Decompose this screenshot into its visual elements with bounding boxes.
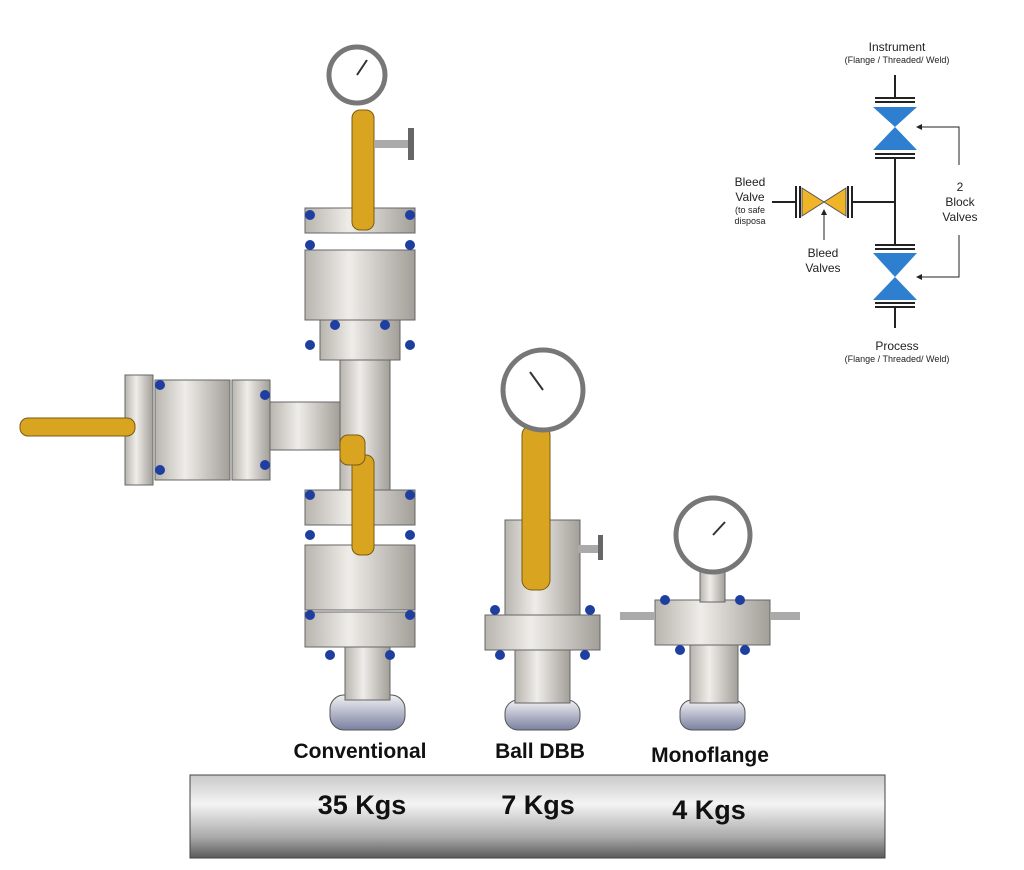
process-label: Process(Flange / Threaded/ Weld)	[844, 339, 950, 364]
weight-ball-dbb: 7 Kgs	[501, 790, 575, 820]
instrument-label: Instrument(Flange / Threaded/ Weld)	[844, 40, 950, 65]
main-pipe	[189, 774, 886, 859]
label-conventional: Conventional	[293, 740, 427, 763]
weight-conventional: 35 Kgs	[317, 790, 407, 820]
dbb-schematic	[772, 75, 960, 328]
label-monoflange: Monoflange	[651, 744, 769, 767]
weight-monoflange: 4 Kgs	[672, 795, 746, 825]
conventional-assembly	[19, 44, 416, 731]
label-ball-dbb: Ball DBB	[495, 740, 585, 763]
monoflange-assembly	[620, 495, 800, 731]
ball-dbb-assembly	[484, 347, 603, 731]
